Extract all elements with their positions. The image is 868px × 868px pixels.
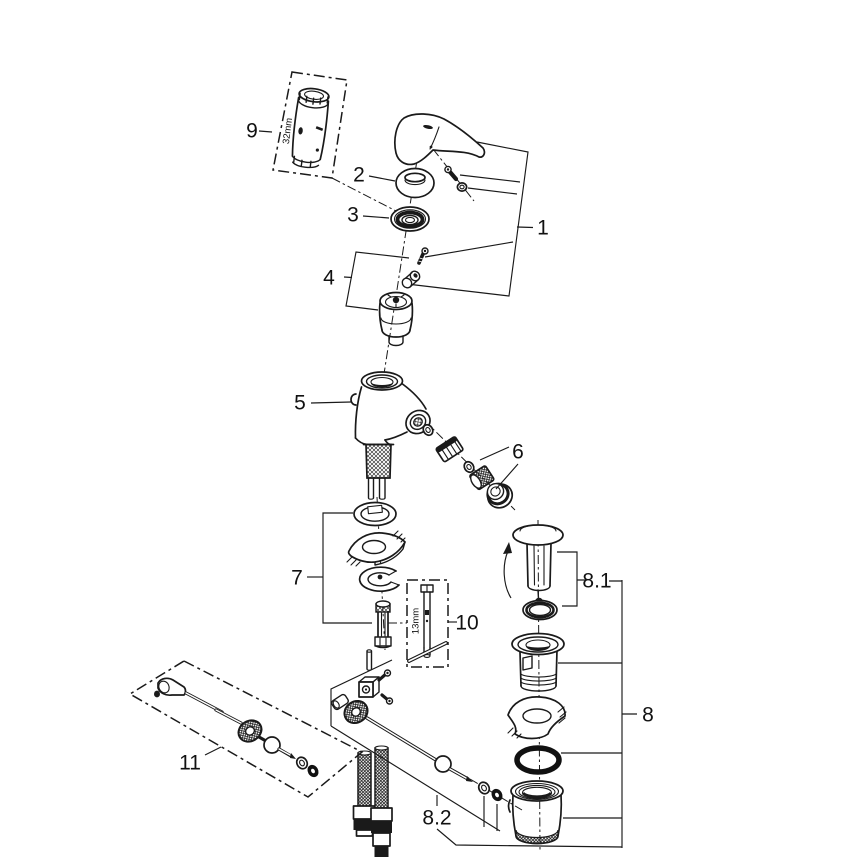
bracket-4 — [345, 251, 410, 311]
clamp-screw-upper — [377, 669, 392, 682]
service-box-outline — [406, 579, 449, 668]
stabilizing-plate — [346, 530, 406, 567]
aerator-housing — [486, 482, 514, 509]
supply-hoses — [352, 745, 393, 857]
hose-right — [370, 745, 393, 857]
part-label-8-2: 8.2 — [422, 807, 451, 830]
part-label-8-1: 8.1 — [582, 570, 611, 593]
spare-kit-box-outline — [128, 660, 364, 798]
mounting-kit — [307, 501, 406, 671]
flow-regulator — [435, 436, 464, 463]
aerator-group — [422, 423, 519, 509]
service-box-outline — [272, 71, 348, 179]
clamp-block — [358, 676, 380, 698]
threaded-shank — [365, 443, 392, 479]
drain-oring — [514, 745, 562, 775]
bracket-6 — [479, 446, 519, 490]
cartridge-group — [343, 247, 429, 347]
part-label-11: 11 — [179, 752, 201, 775]
handle-screw — [444, 165, 459, 182]
wavy-gasket — [507, 696, 567, 740]
cartridge — [378, 291, 414, 347]
base-seal — [353, 501, 397, 527]
horseshoe-washer — [358, 566, 400, 593]
socket-tool-13mm — [407, 584, 448, 663]
aerator-insert — [469, 465, 495, 491]
kit-oring — [295, 756, 309, 770]
bearing-ring — [362, 206, 430, 232]
tool-size-label-13mm: 13mm — [411, 608, 422, 634]
drain-lower-body — [507, 780, 564, 845]
drain-body-group — [507, 580, 637, 848]
rotate-arrow — [503, 550, 512, 599]
rod-oring — [477, 781, 491, 795]
lever-handle — [394, 113, 486, 166]
part-label-8: 8 — [642, 704, 654, 727]
kit-rod — [184, 691, 296, 759]
plug — [512, 524, 564, 607]
bracket-8 — [558, 580, 637, 848]
cartridge-adaptor — [401, 270, 421, 289]
part-label-7: 7 — [291, 567, 303, 590]
cap-ring — [368, 167, 435, 199]
part-label-3: 3 — [347, 204, 359, 227]
part-label-5: 5 — [294, 392, 306, 415]
rod-kit-box — [128, 660, 364, 798]
plug-seal — [522, 599, 558, 621]
tool-32mm-box — [272, 71, 348, 179]
simple-leaders — [258, 130, 273, 133]
rod-fitting — [331, 693, 349, 711]
bracket-8-2 — [330, 659, 501, 832]
part-label-6: 6 — [512, 441, 524, 464]
popup-rod-mechanism — [330, 659, 623, 848]
drain-plug-group — [503, 524, 622, 621]
tool-size-label-32mm: 32mm — [281, 117, 295, 145]
part-label-2: 2 — [353, 164, 365, 187]
part-label-1: 1 — [537, 217, 549, 240]
bracket-7 — [322, 512, 372, 624]
handle-nut — [456, 182, 468, 192]
part-label-10: 10 — [455, 612, 478, 635]
part-label-4: 4 — [323, 267, 335, 290]
knurled-wheel — [343, 699, 369, 725]
aerator-oring-2 — [463, 460, 475, 474]
socket-tool-32mm — [291, 87, 330, 169]
part-label-9: 9 — [246, 120, 258, 143]
popup-rod — [365, 716, 473, 782]
clamp-screw-lower — [380, 693, 394, 705]
supply-tubes — [367, 477, 386, 500]
kit-seal-ring — [307, 764, 319, 778]
tool-13mm-box — [406, 579, 457, 668]
handle-assembly — [394, 113, 534, 297]
hose-left — [352, 750, 376, 837]
bracket-8-1 — [557, 551, 622, 607]
aerator-oring-1 — [422, 423, 434, 437]
rod-seal-ring — [491, 788, 503, 802]
drain-flange — [511, 632, 565, 692]
cartridge-screw — [417, 247, 429, 265]
labels: 1 2 3 4 5 6 7 8 8.1 8.2 9 10 11 32mm 13m… — [179, 117, 654, 829]
mounting-bolt — [374, 600, 392, 649]
bracket-1 — [406, 141, 529, 297]
